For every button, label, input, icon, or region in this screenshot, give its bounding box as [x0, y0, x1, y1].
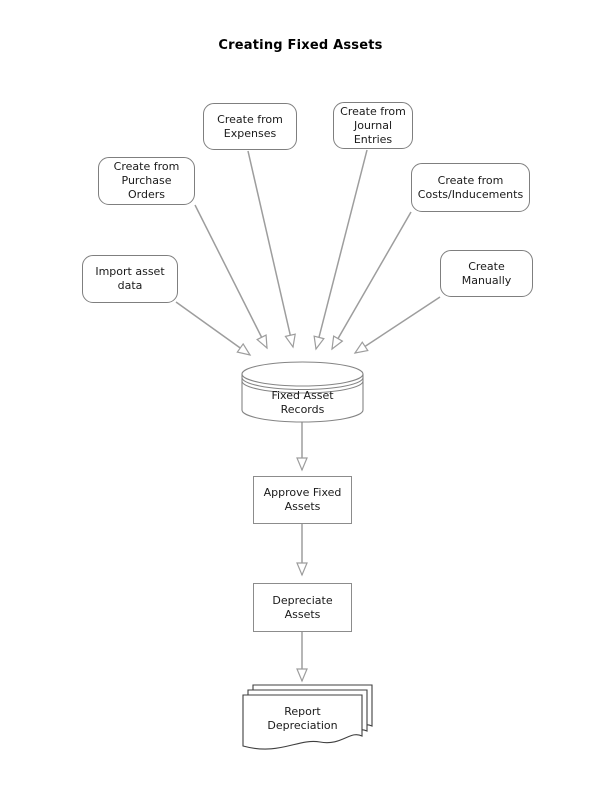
connector-expenses-to-records — [247, 150, 296, 349]
multidocument-shape — [242, 684, 373, 750]
node-import-asset-data: Import asset data — [82, 255, 178, 303]
connector-import-to-records — [175, 301, 252, 356]
node-approve-fixed-assets: Approve Fixed Assets — [253, 476, 352, 524]
node-create-from-expenses: Create from Expenses — [203, 103, 297, 150]
node-label: Create from Journal Entries — [340, 104, 406, 146]
node-create-from-journal-entries: Create from Journal Entries — [333, 102, 413, 149]
node-depreciate-assets: Depreciate Assets — [253, 583, 352, 632]
node-label: Import asset data — [95, 265, 165, 292]
node-create-from-purchase-orders: Create from Purchase Orders — [98, 157, 195, 205]
node-create-from-costs-inducements: Create from Costs/Inducements — [411, 163, 530, 212]
node-label: Create Manually — [461, 259, 512, 287]
connector-purchase-orders-to-records — [194, 204, 268, 350]
datastore-cylinder-shape — [241, 361, 364, 423]
node-create-manually: Create Manually — [440, 250, 533, 297]
node-label: Approve Fixed Assets — [263, 486, 342, 513]
diagram-title: Creating Fixed Assets — [218, 38, 383, 53]
connector-journal-entries-to-records — [313, 149, 368, 351]
node-label: Create from Costs/Inducements — [417, 173, 524, 201]
node-label: Create from Expenses — [217, 112, 283, 140]
node-label: Create from Purchase Orders — [113, 160, 180, 201]
connector-costs-inducements-to-records — [331, 211, 412, 351]
node-label: Depreciate Assets — [272, 593, 333, 621]
connector-create-manually-to-records — [353, 296, 441, 354]
